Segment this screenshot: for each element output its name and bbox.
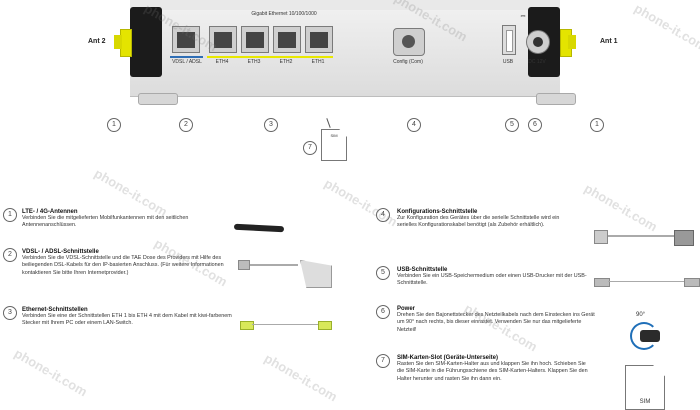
config-port-label: Config (Com) [393, 59, 423, 65]
section-6: Power Drehen Sie den Bajonettstecker des… [397, 306, 597, 334]
callout-3: 3 [264, 118, 278, 132]
eth4-port[interactable] [209, 26, 237, 53]
dsl-cable-image [238, 260, 298, 274]
section-3-number: 3 [3, 306, 17, 320]
callout-7: 7 [303, 141, 317, 155]
section-1-text: Verbinden Sie die mitgelieferten Mobilfu… [22, 215, 189, 229]
section-6-text: Drehen Sie den Bajonettstecker des Netzt… [397, 312, 595, 333]
rotation-label: 90° [636, 312, 646, 318]
eth4-label: ETH4 [215, 59, 229, 65]
section-2-number: 2 [3, 248, 17, 262]
section-7-text: Rasten Sie den SIM-Karten-Halter aus und… [397, 361, 588, 382]
section-3-text: Verbinden Sie eine der Schnittstellen ET… [22, 313, 232, 327]
section-7-number: 7 [376, 354, 390, 368]
watermark: phone-it.com [321, 175, 400, 230]
usb-cable-image [594, 276, 700, 287]
section-3-title: Ethernet-Schnittstellen [22, 307, 88, 313]
section-4-number: 4 [376, 208, 390, 222]
section-5-title: USB-Schnittstelle [397, 267, 448, 273]
eth2-port[interactable] [273, 26, 301, 53]
section-1-title: LTE- / 4G-Antennen [22, 209, 78, 215]
callout-4: 4 [407, 118, 421, 132]
eth1-label: ETH1 [311, 59, 325, 65]
eth1-port[interactable] [305, 26, 333, 53]
antenna-2-label: Ant 2 [88, 38, 106, 45]
callout-5: 5 [505, 118, 519, 132]
section-4: Konfigurations-Schnittstelle Zur Konfigu… [397, 209, 567, 230]
section-3: Ethernet-Schnittstellen Verbinden Sie ei… [22, 307, 242, 328]
power-connector-image: 90° [620, 312, 676, 350]
rotate-arrow-icon [630, 322, 658, 350]
sim-card-small: SIM [321, 129, 347, 161]
section-4-text: Zur Konfiguration des Gerätes über die s… [397, 215, 560, 229]
section-5: USB-Schnittstelle Verbinden Sie ein USB-… [397, 267, 597, 288]
left-end-cap [130, 7, 162, 77]
right-foot [536, 93, 576, 105]
callout-2: 2 [179, 118, 193, 132]
watermark: phone-it.com [631, 0, 700, 55]
callout-1-right: 1 [590, 118, 604, 132]
section-7: SIM-Karten-Slot (Geräte-Unterseite) Rast… [397, 355, 593, 383]
sim-card-large: SIM [625, 365, 665, 410]
section-2-text: Verbinden Sie die VDSL-Schnittstelle und… [22, 255, 224, 276]
dc-label: DC 12V [528, 59, 546, 65]
section-1-number: 1 [3, 208, 17, 222]
gigabit-header: Gigabit Ethernet 10/100/1000 [251, 11, 317, 17]
dc-symbol-icon: ⎓ [520, 14, 526, 20]
antenna-1-label: Ant 1 [600, 38, 618, 45]
eth3-label: ETH3 [247, 59, 261, 65]
tae-adapter-image [300, 260, 332, 288]
vdsl-port[interactable] [172, 26, 200, 53]
section-6-number: 6 [376, 305, 390, 319]
ethernet-cable-image [240, 320, 332, 330]
vdsl-port-label: VDSL / ADSL [172, 59, 202, 65]
section-5-text: Verbinden Sie ein USB-Speichermedium ode… [397, 273, 587, 287]
section-7-title: SIM-Karten-Slot (Geräte-Unterseite) [397, 355, 499, 361]
callout-6: 6 [528, 118, 542, 132]
section-4-title: Konfigurations-Schnittstelle [397, 209, 478, 215]
usb-port[interactable] [502, 25, 516, 55]
watermark: phone-it.com [261, 350, 340, 405]
config-port[interactable] [393, 28, 425, 56]
dc-power-jack[interactable] [526, 30, 550, 54]
antenna-image [233, 223, 285, 233]
watermark: phone-it.com [581, 180, 660, 235]
callout-1-left: 1 [107, 118, 121, 132]
eth3-port[interactable] [241, 26, 269, 53]
section-6-title: Power [397, 306, 416, 312]
router-back-panel: VDSL / ADSL Gigabit Ethernet 10/100/1000… [114, 0, 576, 97]
section-1: LTE- / 4G-Antennen Verbinden Sie die mit… [22, 209, 242, 230]
serial-cable-image [594, 230, 694, 246]
eth2-label: ETH2 [279, 59, 293, 65]
sim-insert-arrow-icon [326, 118, 331, 128]
section-2-title: VDSL- / ADSL-Schnittstelle [22, 249, 99, 255]
left-foot [138, 93, 178, 105]
section-5-number: 5 [376, 266, 390, 280]
watermark: phone-it.com [11, 345, 90, 400]
usb-port-label: USB [502, 59, 514, 65]
section-2: VDSL- / ADSL-Schnittstelle Verbinden Sie… [22, 249, 232, 277]
